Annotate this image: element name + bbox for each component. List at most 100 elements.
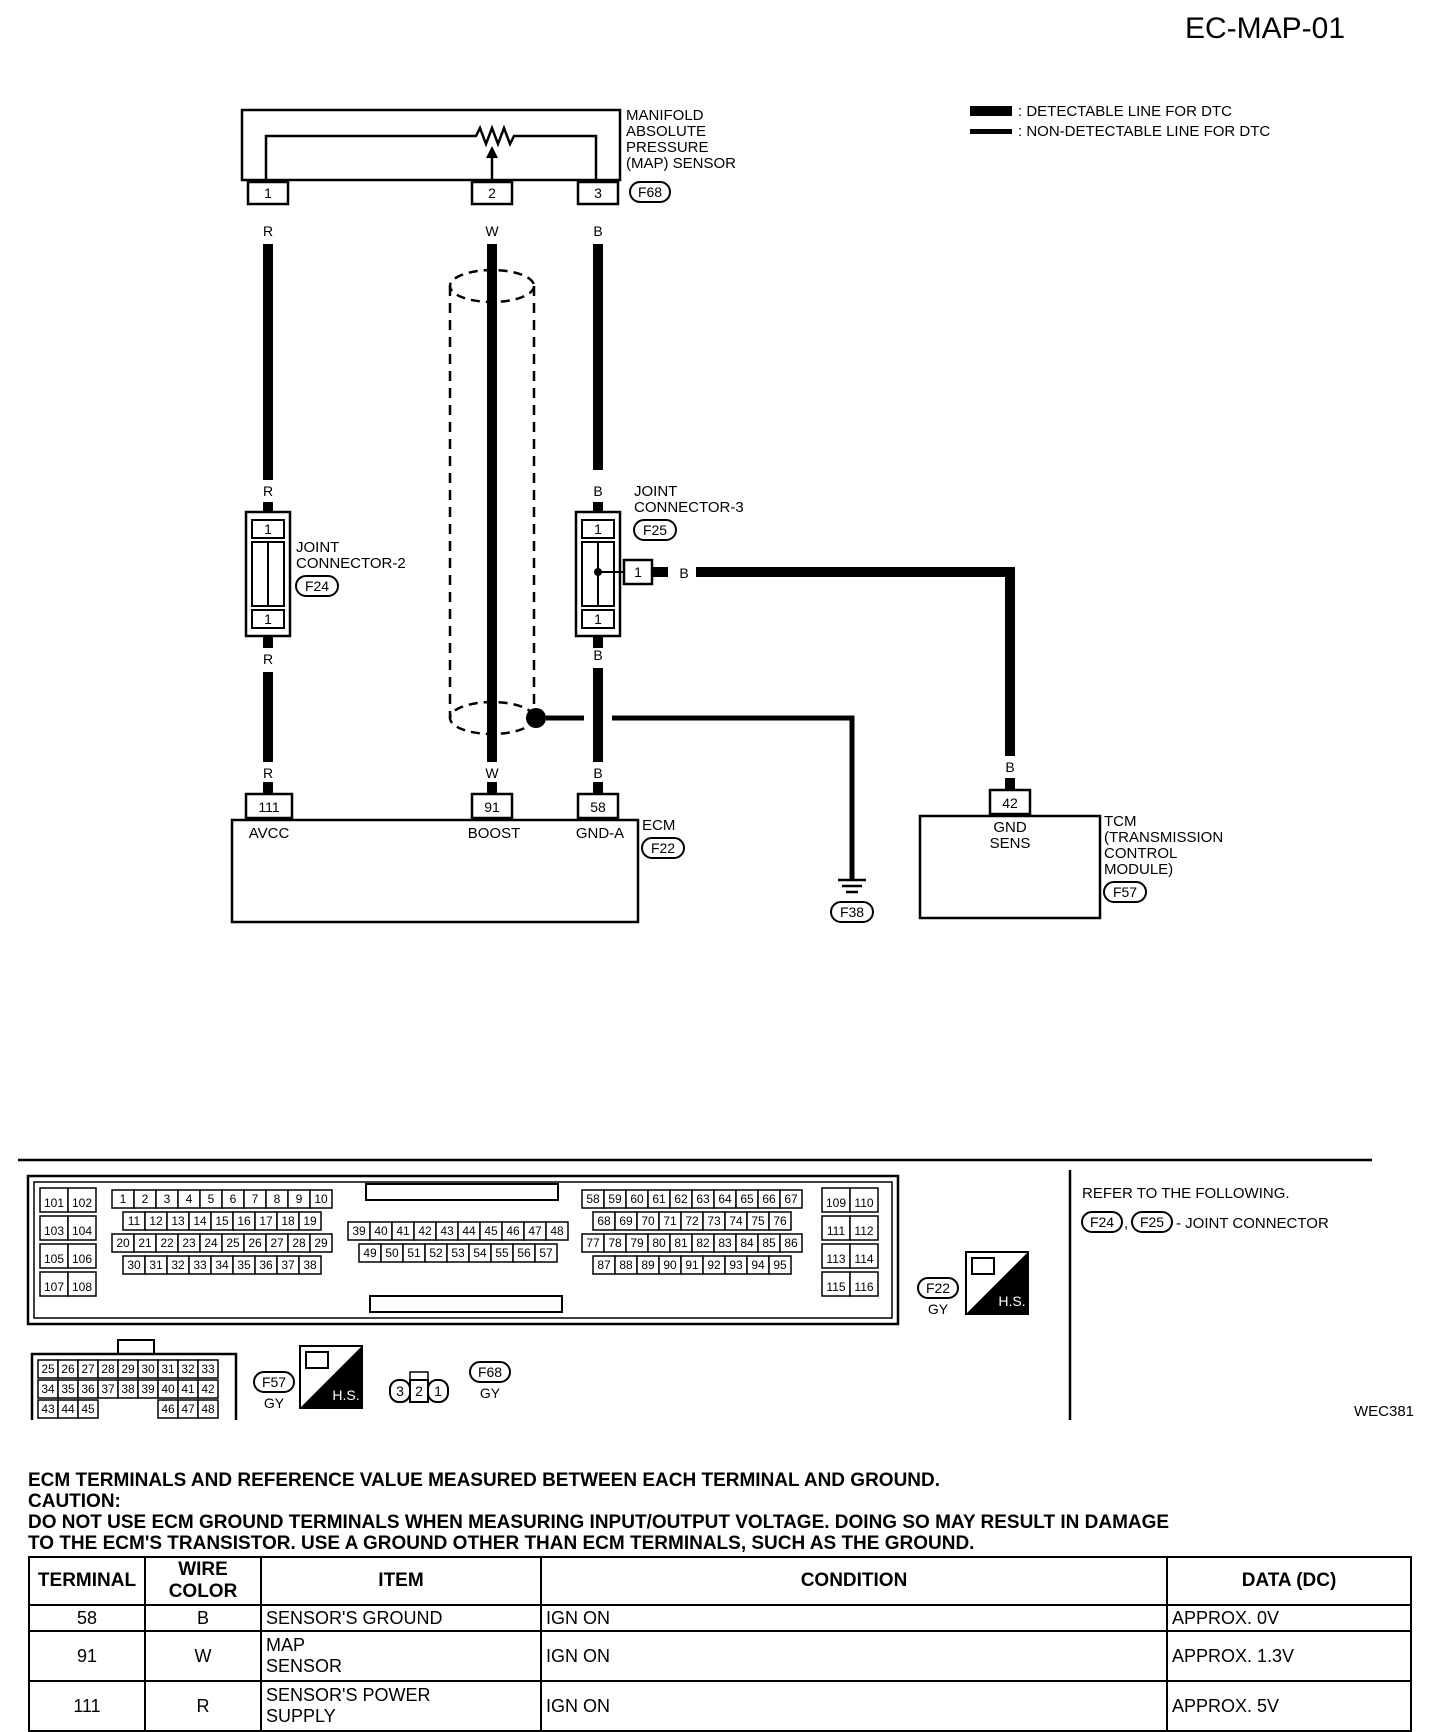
pin-number: 48 (550, 1224, 564, 1238)
refer-f24-badge (1081, 1211, 1123, 1233)
pin-number: 91 (685, 1258, 699, 1272)
pin-number: 52 (429, 1246, 443, 1260)
pin-number: 56 (517, 1246, 531, 1260)
figure-code: WEC381 (1354, 1403, 1414, 1420)
header-wire-color: WIRE COLOR (144, 1556, 262, 1606)
pin-number: 21 (138, 1236, 152, 1250)
wire-color-r-2: R (263, 483, 273, 499)
ecm-connector-key-top (365, 1183, 559, 1201)
pin-number: 57 (539, 1246, 553, 1260)
pin-number: 30 (127, 1258, 141, 1272)
legend-non-detectable: : NON-DETECTABLE LINE FOR DTC (1018, 123, 1270, 140)
pin-number: 38 (303, 1258, 317, 1272)
notes-heading: ECM TERMINALS AND REFERENCE VALUE MEASUR… (28, 1470, 941, 1491)
pin-number: 47 (181, 1402, 195, 1416)
pin-number: 27 (81, 1362, 95, 1376)
pin-number: 39 (141, 1382, 155, 1396)
pin-cell (298, 1211, 322, 1231)
pin-cell (768, 1211, 792, 1231)
ecm-label-boost: BOOST (468, 825, 521, 842)
table-row: 111 R SENSOR'S POWER SUPPLY IGN ON APPRO… (28, 1680, 1412, 1732)
tcm-view-badge (253, 1371, 295, 1393)
cell-item: MAP SENSOR (260, 1630, 542, 1682)
pin-number: 73 (707, 1214, 721, 1228)
joint-connector-2: 1 1 JOINT CONNECTOR-2 F24 (244, 510, 406, 638)
caution-line-1: DO NOT USE ECM GROUND TERMINALS WHEN MEA… (28, 1512, 1170, 1533)
caution-label: CAUTION: (28, 1491, 121, 1512)
pin-number: 86 (784, 1236, 798, 1250)
wire-color-b-tcm: B (1005, 759, 1014, 775)
ecm-connector: F22 (651, 840, 675, 856)
refer-text: REFER TO THE FOLLOWING. (1082, 1185, 1290, 1202)
cell-wire-color: R (144, 1680, 262, 1732)
jc3-connector: F25 (643, 522, 667, 538)
pin-number: 111 (827, 1224, 846, 1238)
cell-condition: IGN ON (540, 1604, 1168, 1632)
pin-number: 93 (729, 1258, 743, 1272)
pin-cell (298, 1255, 322, 1275)
pin-number: 11 (128, 1214, 141, 1228)
b-wire: B B B (593, 244, 603, 794)
pin-number: 85 (762, 1236, 776, 1250)
cell-item-line: SENSOR'S POWER (266, 1685, 431, 1705)
pin-number: 40 (374, 1224, 388, 1238)
map-sensor-pin-box-1 (246, 180, 290, 206)
pin-number: 114 (854, 1252, 873, 1266)
pin-cell (39, 1215, 69, 1241)
map-sensor-name-4: (MAP) SENSOR (626, 155, 736, 172)
pin-number: 82 (696, 1236, 710, 1250)
pin-number: 110 (854, 1196, 873, 1210)
cell-condition: IGN ON (540, 1630, 1168, 1682)
legend-detectable: : DETECTABLE LINE FOR DTC (1018, 103, 1232, 120)
pin-number: 18 (281, 1214, 295, 1228)
pin-number: 90 (663, 1258, 677, 1272)
jc2-pin-top: 1 (264, 521, 272, 537)
tcm-pin-label-1: GND (993, 819, 1027, 836)
pin-number: 32 (181, 1362, 195, 1376)
cell-wire-color: B (144, 1604, 262, 1632)
pin-number: 41 (181, 1382, 195, 1396)
refer-connector-f25: F25 (1140, 1214, 1164, 1230)
map-connector-view: 3 2 1 (389, 1371, 449, 1403)
pin-number: 72 (685, 1214, 699, 1228)
tcm-connector-key (117, 1339, 155, 1355)
wire-color-w-bottom: W (485, 765, 499, 781)
pin-number: 53 (451, 1246, 465, 1260)
pin-number: 108 (72, 1280, 92, 1294)
pin-number: 54 (473, 1246, 487, 1260)
pin-cell (545, 1221, 569, 1241)
ecm-connector-key-bottom (369, 1295, 563, 1313)
pin-cell (67, 1271, 97, 1297)
pin-number: 43 (41, 1402, 55, 1416)
pin-number: 48 (201, 1402, 215, 1416)
map-sensor: MANIFOLD ABSOLUTE PRESSURE (MAP) SENSOR … (240, 107, 736, 206)
pin-number: 87 (597, 1258, 611, 1272)
map-sensor-pin-box-2 (470, 180, 514, 206)
pin-number: 112 (854, 1224, 873, 1238)
f68-connector-badge (629, 181, 671, 203)
legend: : DETECTABLE LINE FOR DTC : NON-DETECTAB… (970, 103, 1270, 140)
cell-item: SENSOR'S GROUND (260, 1604, 542, 1632)
pin-number: 30 (141, 1362, 155, 1376)
pin-cell (849, 1187, 879, 1213)
non-detectable-line-swatch (970, 129, 1012, 134)
pin-number: 47 (528, 1224, 542, 1238)
tcm-pin-label-2: SENS (990, 835, 1031, 852)
pin-number: 78 (608, 1236, 622, 1250)
pin-number: 12 (149, 1214, 163, 1228)
pin-cell (534, 1243, 558, 1263)
ecm: 111 91 58 AVCC BOOST GND-A ECM F22 (230, 792, 685, 924)
pin-number: 32 (171, 1258, 185, 1272)
pin-number: 115 (826, 1280, 845, 1294)
wire-color-r-top: R (263, 223, 273, 239)
pin-number: 46 (161, 1402, 175, 1416)
pin-number: 43 (440, 1224, 454, 1238)
pin-number: 34 (215, 1258, 229, 1272)
jc3-name-1: JOINT (634, 483, 677, 500)
cell-item-line: SENSOR (266, 1656, 343, 1676)
jc2-connector: F24 (305, 578, 329, 594)
tcm-view-color: GY (264, 1395, 285, 1411)
refer-connector-f24: F24 (1090, 1214, 1114, 1230)
pin-number: 80 (652, 1236, 666, 1250)
map-sensor-name-2: ABSOLUTE (626, 123, 706, 140)
